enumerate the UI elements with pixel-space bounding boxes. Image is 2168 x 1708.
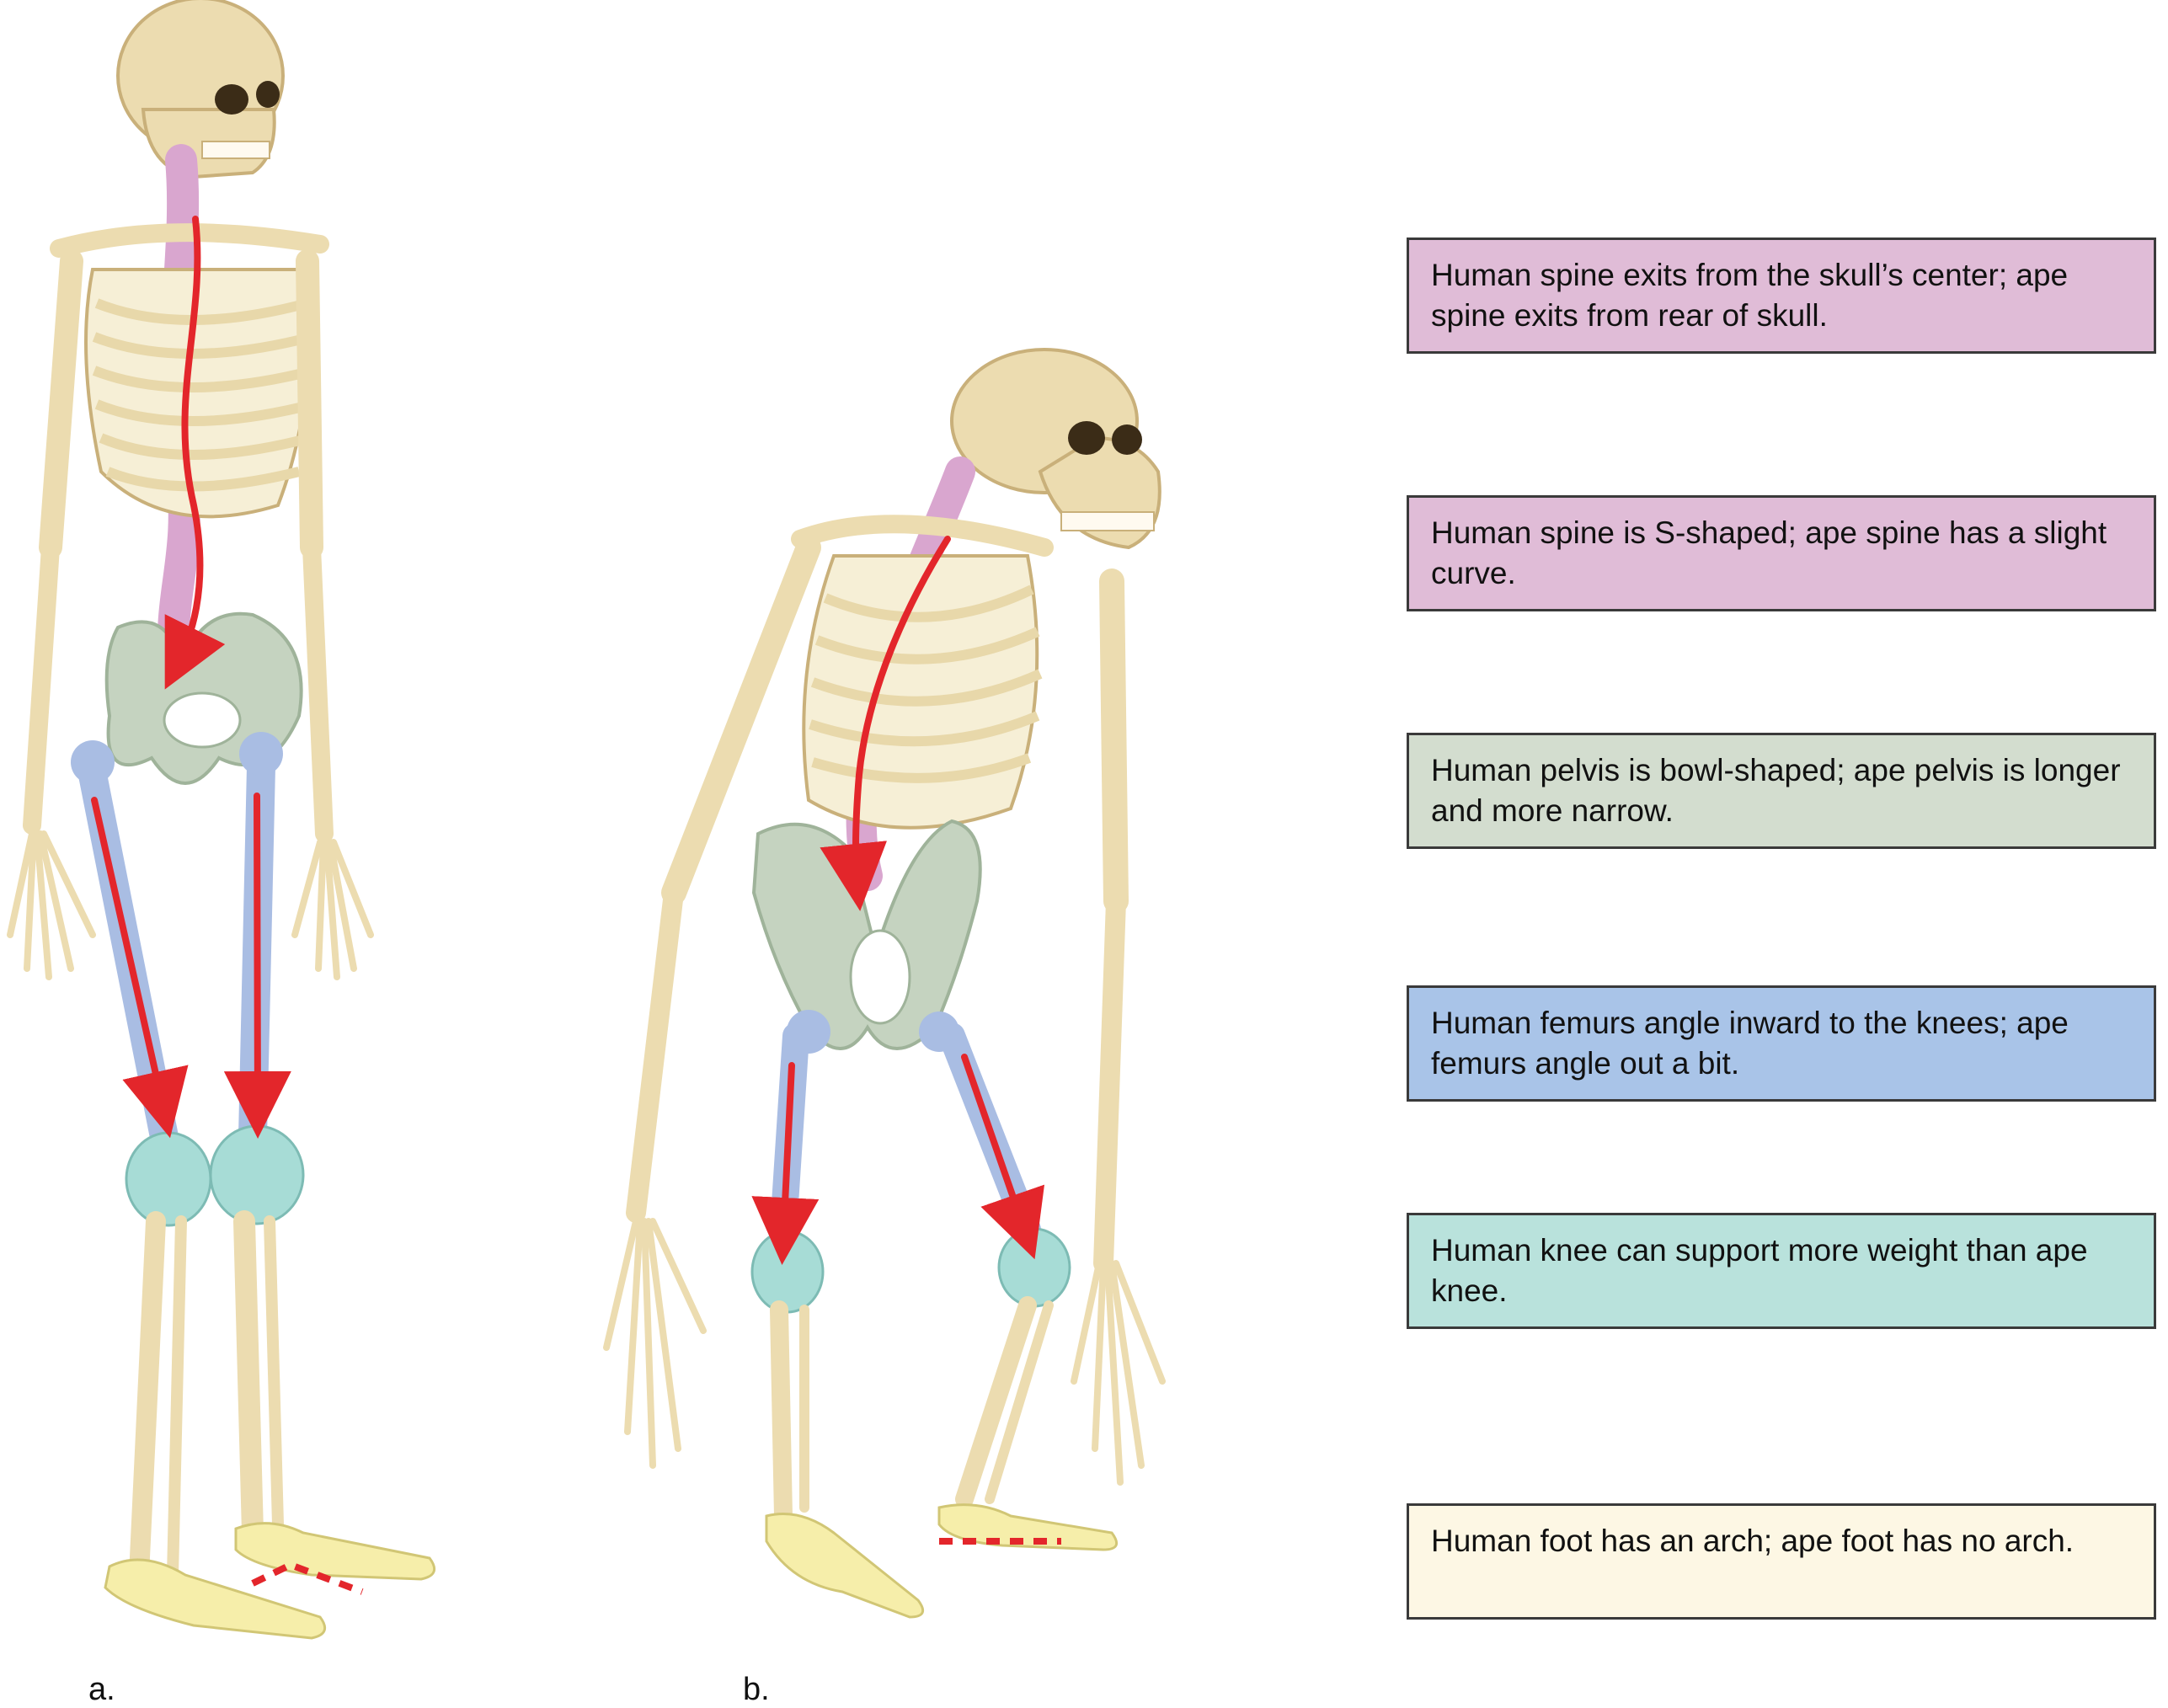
caption-knee: Human knee can support more weight than … xyxy=(1407,1213,2156,1329)
caption-spine-exit: Human spine exits from the skull’s cente… xyxy=(1407,238,2156,354)
human-left-femur-arrow xyxy=(91,797,189,1139)
panel-label-a: a. xyxy=(88,1672,115,1707)
ape-skull xyxy=(950,348,1161,550)
human-ribcage xyxy=(84,268,315,519)
caption-pelvis: Human pelvis is bowl-shaped; ape pelvis … xyxy=(1407,733,2156,849)
human-hands xyxy=(7,830,374,980)
human-feet xyxy=(104,1522,436,1640)
panel-label-b: b. xyxy=(743,1672,770,1707)
ape-ribcage xyxy=(802,554,1043,830)
human-arms xyxy=(23,249,334,843)
caption-foot: Human foot has an arch; ape foot has no … xyxy=(1407,1503,2156,1620)
human-femurs xyxy=(71,732,283,1151)
human-skeleton xyxy=(7,0,436,1640)
ape-lower-legs xyxy=(770,1296,1054,1525)
ape-hands xyxy=(603,1218,1166,1486)
caption-femur: Human femurs angle inward to the knees; … xyxy=(1407,985,2156,1102)
human-right-femur-arrow xyxy=(223,793,291,1139)
ape-right-femur-arrow xyxy=(961,1054,1045,1260)
human-knees xyxy=(125,1124,305,1227)
human-lower-legs xyxy=(129,1210,284,1585)
human-skull xyxy=(116,0,285,179)
ape-arrows xyxy=(751,536,1045,1265)
ape-feet xyxy=(765,1503,1119,1619)
human-spine-arrow xyxy=(164,216,226,690)
ape-left-femur-arrow xyxy=(751,1062,820,1265)
human-arrows xyxy=(91,216,291,1139)
caption-spine-shape: Human spine is S-shaped; ape spine has a… xyxy=(1407,495,2156,611)
ape-arms xyxy=(626,535,1129,1273)
ape-skeleton xyxy=(603,348,1166,1619)
ape-spine-arrow xyxy=(820,536,951,911)
